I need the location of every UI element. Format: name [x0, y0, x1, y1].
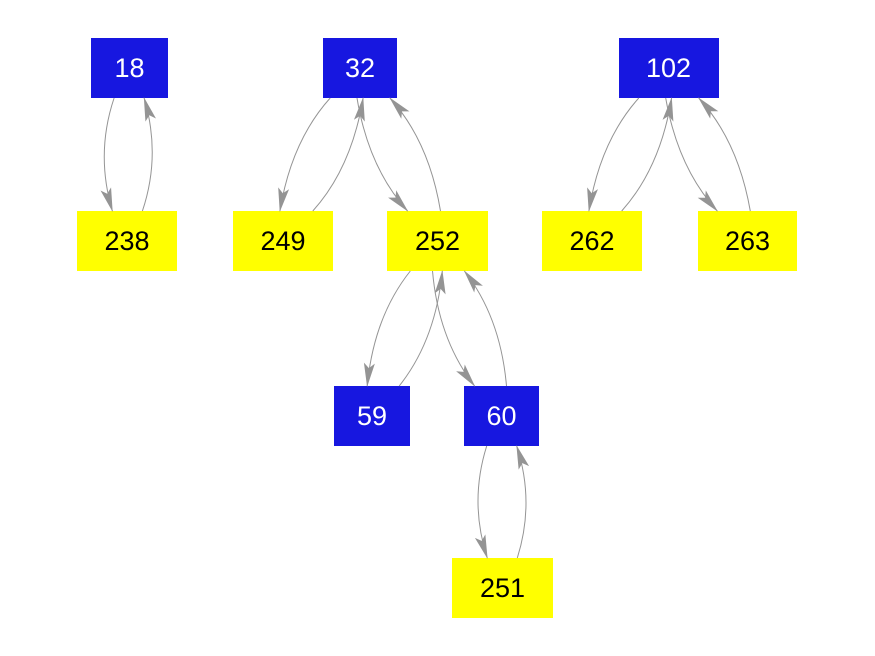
- graph-node-262: 262: [542, 211, 642, 271]
- graph-node-102: 102: [618, 38, 719, 98]
- graph-node-238: 238: [77, 211, 177, 271]
- graph-node-32: 32: [323, 38, 397, 98]
- graph-node-252: 252: [387, 211, 488, 271]
- graph-node-251: 251: [452, 558, 553, 618]
- graph-node-263: 263: [698, 211, 797, 271]
- graph-node-59: 59: [334, 386, 410, 446]
- graph-node-60: 60: [464, 386, 539, 446]
- graph-node-18: 18: [91, 38, 168, 98]
- graph-node-249: 249: [233, 211, 333, 271]
